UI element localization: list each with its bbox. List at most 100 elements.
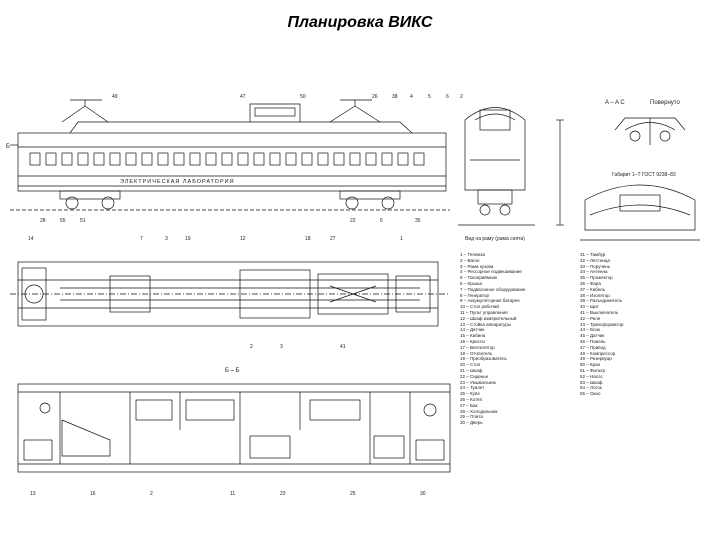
- legend-item: 44 – Блок: [580, 327, 601, 333]
- callout: 28: [40, 218, 46, 224]
- legend-item: 53 – Шкаф: [580, 379, 603, 385]
- callout: 41: [340, 344, 346, 350]
- callout: 4: [410, 94, 413, 100]
- callout: 13: [30, 491, 36, 497]
- legend-item: 36 – Фара: [580, 280, 601, 286]
- callout: 11: [230, 491, 235, 497]
- legend-item: 29 – Плита: [460, 414, 483, 420]
- callout: 38: [392, 94, 398, 100]
- legend-item: 32 – Лестница: [580, 257, 610, 263]
- legend-item: 6 – Крыша: [460, 280, 482, 286]
- legend-item: 38 – Изолятор: [580, 292, 610, 298]
- legend-item: 52 – Насос: [580, 373, 603, 379]
- side-marker: Б: [6, 144, 10, 150]
- legend-item: 1 – Тележка: [460, 252, 486, 257]
- callout: 49: [112, 94, 118, 100]
- callout: 19: [185, 236, 191, 242]
- callout: 3: [280, 344, 283, 350]
- side-windows: [29, 152, 425, 166]
- legend-item: 23 – Умывальник: [460, 379, 496, 385]
- callout: 1: [400, 236, 403, 242]
- legend-item: 34 – Антенна: [580, 269, 608, 275]
- legend-item: 20 – Стол: [460, 362, 481, 368]
- callout: 18: [305, 236, 311, 242]
- callout: 25: [350, 491, 356, 497]
- legend-item: 15 – Кабина: [460, 333, 486, 339]
- car-lettering: ЭЛЕКТРИЧЕСКАЯ ЛАБОРАТОРИЯ: [120, 179, 235, 185]
- callout: 22: [350, 218, 356, 224]
- floor-view-label: Вид на раму (рама снята): [465, 236, 525, 242]
- end-view-section: [458, 107, 564, 226]
- callout: 47: [240, 94, 246, 100]
- legend-item: 9 – Аккумуляторная батарея: [460, 298, 520, 304]
- legend-item: 21 – Шкаф: [460, 367, 483, 373]
- callout: 16: [90, 491, 96, 497]
- callout: 12: [240, 236, 246, 242]
- section-bb-label: Б – Б: [225, 368, 240, 374]
- legend-item: 18 – Отопитель: [460, 350, 493, 356]
- callout: 5: [428, 94, 431, 100]
- callout: 6: [446, 94, 449, 100]
- detail-view-top: [614, 117, 686, 145]
- interior-layout: [17, 383, 451, 473]
- callout: 51: [80, 218, 86, 224]
- legend-column-1: 1 – Тележка 2 – Вагон 3 – Рама кузова 4 …: [460, 252, 526, 426]
- callout: 26: [372, 94, 378, 100]
- detail-view-gauge: [580, 184, 700, 241]
- callout: 35: [415, 218, 421, 224]
- side-elevation: [10, 99, 450, 211]
- legend-item: 2 – Вагон: [460, 257, 480, 263]
- legend-item: 7 – Подвагонное оборудование: [460, 286, 526, 292]
- callout: 23: [280, 491, 286, 497]
- legend-item: 13 – Стойка аппаратуры: [460, 321, 511, 327]
- rotated-label: Повернуто: [650, 100, 680, 106]
- legend-item: 8 – Генератор: [460, 292, 490, 298]
- callout: 2: [250, 344, 253, 350]
- legend-item: 47 – Привод: [580, 344, 606, 350]
- legend-item: 48 – Компрессор: [580, 350, 616, 356]
- callout: 7: [140, 236, 143, 242]
- bogie-left: [59, 190, 121, 210]
- pantograph-left: [61, 99, 109, 123]
- legend-item: 10 – Стол рабочий: [460, 304, 499, 310]
- legend-item: 16 – Кресло: [460, 338, 486, 344]
- callout: 2: [460, 94, 463, 100]
- legend-item: 42 – Реле: [580, 315, 601, 321]
- legend-item: 45 – Датчик: [580, 333, 605, 339]
- view-a-label: A – A C: [605, 100, 625, 106]
- legend-item: 31 – Тамбур: [580, 252, 606, 257]
- legend-item: 14 – Датчик: [460, 327, 485, 333]
- car-body-outline: [17, 132, 447, 192]
- legend-item: 4 – Рессорное подвешивание: [460, 269, 522, 275]
- legend-item: 27 – Бак: [460, 402, 478, 408]
- legend-item: 49 – Резервуар: [580, 356, 612, 362]
- callout: 27: [330, 236, 336, 242]
- legend-item: 24 – Туалет: [460, 385, 485, 391]
- legend-item: 50 – Кран: [580, 362, 601, 368]
- interior-outline: [17, 383, 451, 473]
- legend-item: 33 – Поручень: [580, 263, 611, 269]
- legend-item: 54 – Лоток: [580, 385, 602, 391]
- callout: 3: [165, 236, 168, 242]
- legend-item: 35 – Прожектор: [580, 275, 613, 281]
- page-title: Планировка ВИКС: [287, 14, 433, 31]
- detail-note: Габарит 1–Т ГОСТ 9238–83: [612, 172, 676, 178]
- frame-plan-view: [10, 261, 450, 327]
- legend-item: 19 – Преобразователь: [460, 356, 507, 362]
- callout: 30: [420, 491, 426, 497]
- legend-item: 41 – Выключатель: [580, 309, 619, 315]
- legend-item: 28 – Холодильник: [460, 408, 498, 414]
- legend-item: 39 – Разъединитель: [580, 298, 622, 304]
- legend-item: 51 – Фильтр: [580, 367, 606, 373]
- callout: 14: [28, 236, 34, 242]
- legend-item: 12 – Шкаф измерительный: [460, 315, 517, 321]
- legend-item: 37 – Кабель: [580, 286, 605, 292]
- legend-item: 11 – Пульт управления: [460, 309, 508, 315]
- legend-item: 17 – Вентилятор: [460, 344, 495, 350]
- legend-item: 22 – Сиденье: [460, 373, 489, 379]
- legend-item: 3 – Рама кузова: [460, 263, 494, 269]
- legend-item: 46 – Панель: [580, 338, 606, 344]
- callout: 5: [380, 218, 383, 224]
- bogie-right: [339, 190, 401, 210]
